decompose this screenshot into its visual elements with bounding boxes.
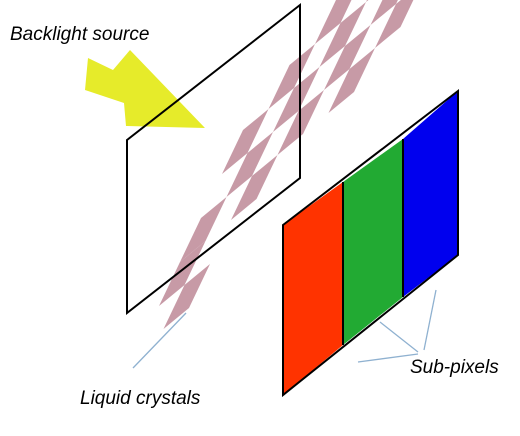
liquid-crystal-grid xyxy=(159,0,414,329)
label-liquid-crystals: Liquid crystals xyxy=(80,388,201,409)
liquid-crystal-cell xyxy=(159,241,206,306)
subpixel-panel xyxy=(282,88,459,398)
subpixel-blue xyxy=(403,91,458,297)
liquid-crystal-cell xyxy=(319,2,366,67)
liquid-crystal-cell xyxy=(366,0,369,2)
leader-line-subpixel-green xyxy=(379,321,419,353)
liquid-crystal-cell xyxy=(375,0,414,48)
liquid-crystal-cell xyxy=(268,44,315,109)
liquid-crystal-cell xyxy=(324,25,371,90)
leader-lines xyxy=(132,289,437,369)
subpixel-red xyxy=(283,182,343,395)
liquid-crystal-cell xyxy=(226,132,273,197)
label-backlight-source: Backlight source xyxy=(10,24,149,45)
label-sub-pixels: Sub-pixels xyxy=(410,357,499,378)
liquid-crystal-cell xyxy=(273,67,320,132)
liquid-crystal-cell xyxy=(163,264,210,329)
subpixel-green xyxy=(343,139,403,345)
backlight-arrow xyxy=(85,50,205,128)
leader-line-subpixel-blue xyxy=(423,289,437,351)
leader-line-crystals xyxy=(132,312,187,369)
backlight-panel xyxy=(126,2,301,316)
liquid-crystal-cell xyxy=(231,155,278,220)
liquid-crystal-cell xyxy=(315,0,352,44)
liquid-crystal-cell xyxy=(180,197,227,262)
liquid-crystal-cell xyxy=(370,0,398,25)
liquid-crystal-cell xyxy=(328,48,375,113)
leader-line-subpixel-red xyxy=(357,353,419,363)
liquid-crystal-cell xyxy=(222,109,269,174)
subpixel-panel-outline xyxy=(282,88,459,398)
